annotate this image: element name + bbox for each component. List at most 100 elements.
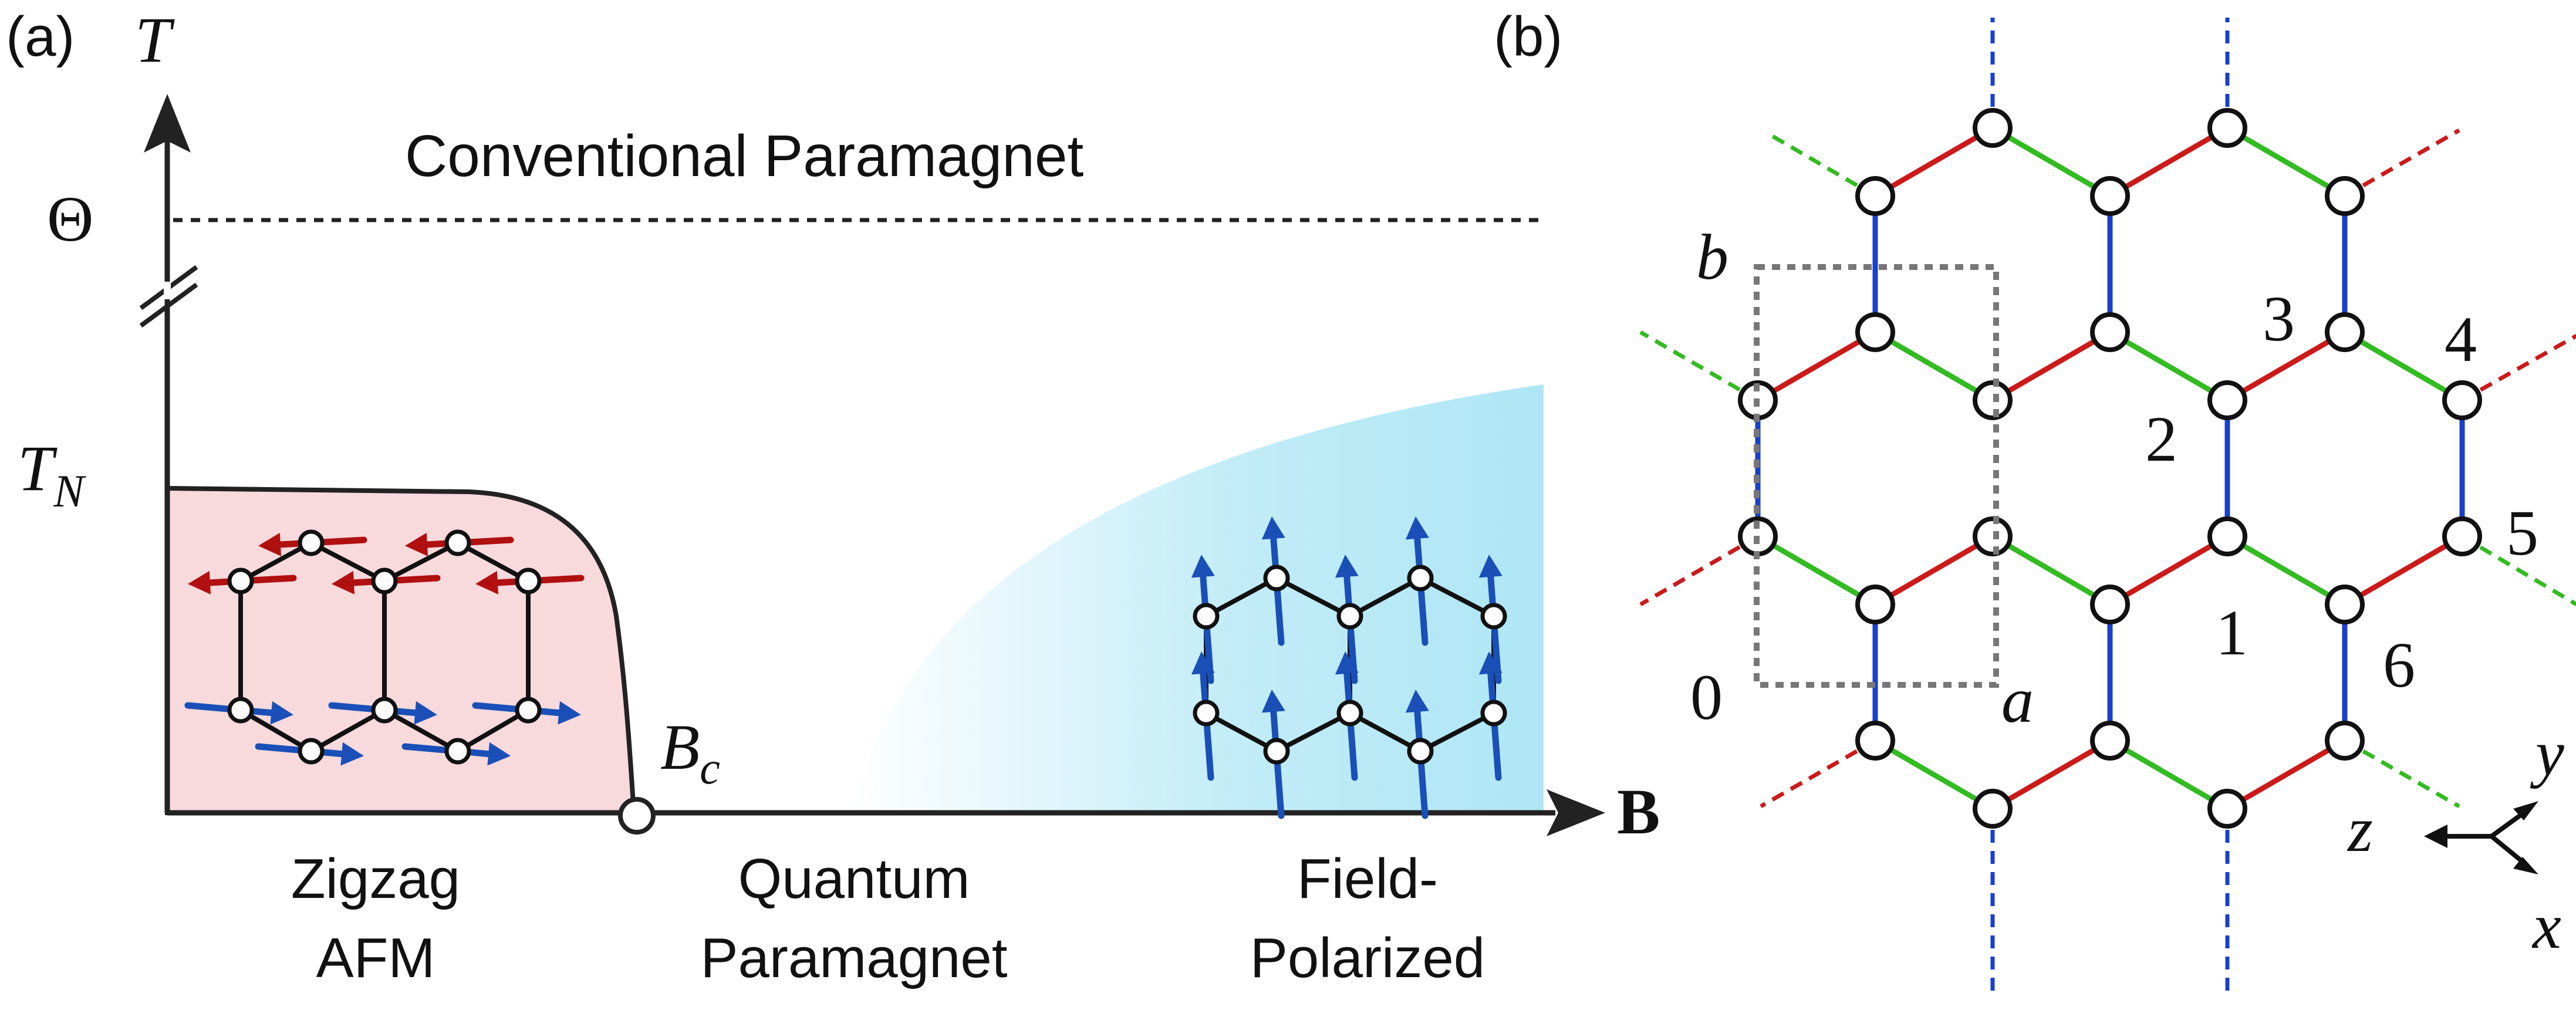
- lattice-site: [1973, 380, 2013, 420]
- site-label-6: 6: [2383, 629, 2415, 701]
- site-label-4: 4: [2445, 303, 2477, 375]
- lattice-site: [2325, 176, 2365, 216]
- site-label-0: 0: [1690, 661, 1723, 733]
- bond-x: [1991, 738, 2112, 811]
- lattice-site: [2207, 516, 2247, 556]
- zigzag-site: [227, 568, 254, 594]
- lattice-site: [2442, 516, 2482, 556]
- lattice-site: [1855, 312, 1895, 352]
- bond-y: [1873, 330, 1994, 403]
- panel-a-label: (a): [6, 5, 75, 68]
- zigzag-label-line2: AFM: [316, 927, 435, 989]
- t-axis-label: T: [135, 4, 175, 76]
- quantum-label-line1: Quantum: [738, 847, 970, 910]
- bond-stub-x: [2344, 128, 2460, 198]
- field-label-line1: Field-: [1297, 847, 1438, 910]
- bond-x: [2226, 330, 2347, 403]
- lattice-site: [2207, 789, 2247, 829]
- zigzag-site: [515, 568, 542, 594]
- bond-y: [1873, 738, 1994, 811]
- field-site: [1480, 700, 1507, 727]
- lattice-site: [2207, 380, 2247, 420]
- bond-stub-y: [2461, 534, 2576, 607]
- bond-x: [1873, 126, 1994, 198]
- axis-label-x: x: [2531, 890, 2561, 962]
- lattice-site: [1973, 108, 2013, 148]
- honeycomb-lattice: [1639, 18, 2576, 998]
- lattice-site: [2442, 380, 2482, 420]
- lattice-site: [2090, 176, 2130, 216]
- zigzag-site: [371, 568, 398, 594]
- field-site: [1407, 738, 1434, 765]
- bond-stub-x: [1639, 534, 1759, 607]
- bond-x: [1991, 330, 2112, 403]
- field-bond: [1205, 711, 1278, 754]
- bond-stub-x: [2461, 333, 2576, 403]
- bond-y: [1991, 126, 2112, 198]
- lattice-site: [2207, 108, 2247, 148]
- field-site: [1336, 603, 1363, 630]
- zigzag-spin-inset: [184, 529, 585, 766]
- site-label-2: 2: [2145, 403, 2177, 475]
- field-label-line2: Polarized: [1250, 927, 1485, 989]
- zigzag-site: [515, 697, 542, 724]
- zigzag-site: [298, 529, 325, 556]
- lattice-site: [1855, 176, 1895, 216]
- axis-label-z: z: [2347, 793, 2373, 865]
- unit-cell-box: [1754, 264, 1999, 688]
- field-bond: [1419, 711, 1495, 754]
- lattice-site: [1855, 721, 1895, 761]
- zigzag-bond: [457, 541, 529, 583]
- bond-x: [1756, 330, 1877, 403]
- b-axis-label: B: [1617, 776, 1660, 847]
- field-site: [1336, 700, 1363, 727]
- lattice-site: [1973, 516, 2013, 556]
- quantum-label-line2: Paramagnet: [701, 927, 1008, 989]
- field-bond: [1275, 576, 1351, 619]
- tn-label: TN: [18, 433, 86, 516]
- lattice-site: [1973, 789, 2013, 829]
- field-site: [1263, 565, 1290, 592]
- b-axis-arrowhead: [1547, 789, 1605, 836]
- bond-y: [1991, 534, 2112, 607]
- zigzag-bond: [239, 708, 313, 754]
- field-site: [1193, 603, 1220, 630]
- site-label-5: 5: [2506, 497, 2538, 569]
- bond-x: [2108, 534, 2229, 607]
- zigzag-site: [444, 529, 471, 556]
- zigzag-phase-region: [165, 485, 637, 815]
- bond-stub-x: [1760, 738, 1876, 809]
- panel-a: (a) T Θ TN B Bc Conventional Paramagnet: [6, 4, 1660, 989]
- zigzag-bond: [456, 708, 530, 754]
- field-bond: [1349, 576, 1422, 619]
- t-axis-arrowhead: [144, 94, 191, 153]
- zigzag-bond: [310, 708, 386, 754]
- lattice-site: [2325, 585, 2365, 624]
- lattice-site: [2090, 585, 2130, 624]
- site-label-3: 3: [2263, 283, 2295, 354]
- site-label-1: 1: [2216, 597, 2248, 668]
- critical-point-marker: [618, 797, 656, 835]
- conventional-paramagnet-label: Conventional Paramagnet: [405, 123, 1084, 189]
- bond-stub-y: [2344, 738, 2460, 809]
- field-bond: [1275, 711, 1351, 754]
- bond-y: [2343, 330, 2464, 403]
- bc-label: Bc: [660, 711, 720, 793]
- bond-y: [2108, 330, 2229, 403]
- zigzag-site: [227, 697, 254, 724]
- zigzag-site: [444, 738, 471, 765]
- lattice-site: [1855, 585, 1895, 624]
- cell-label-b: b: [1696, 221, 1728, 293]
- field-bond: [1419, 576, 1495, 619]
- bond-y: [2226, 126, 2347, 198]
- xyz-axes: y x z: [2347, 717, 2564, 962]
- cell-label-a: a: [2001, 664, 2034, 736]
- zigzag-site: [298, 738, 325, 765]
- panel-b-label: (b): [1494, 5, 1562, 68]
- field-site: [1263, 738, 1290, 765]
- zigzag-bond: [383, 541, 459, 583]
- lattice-site: [2090, 312, 2130, 352]
- bond-stub-y: [1639, 330, 1759, 403]
- panel-b: (b) 0 1 2 3 4 5 6 a b y x z: [1494, 5, 2576, 998]
